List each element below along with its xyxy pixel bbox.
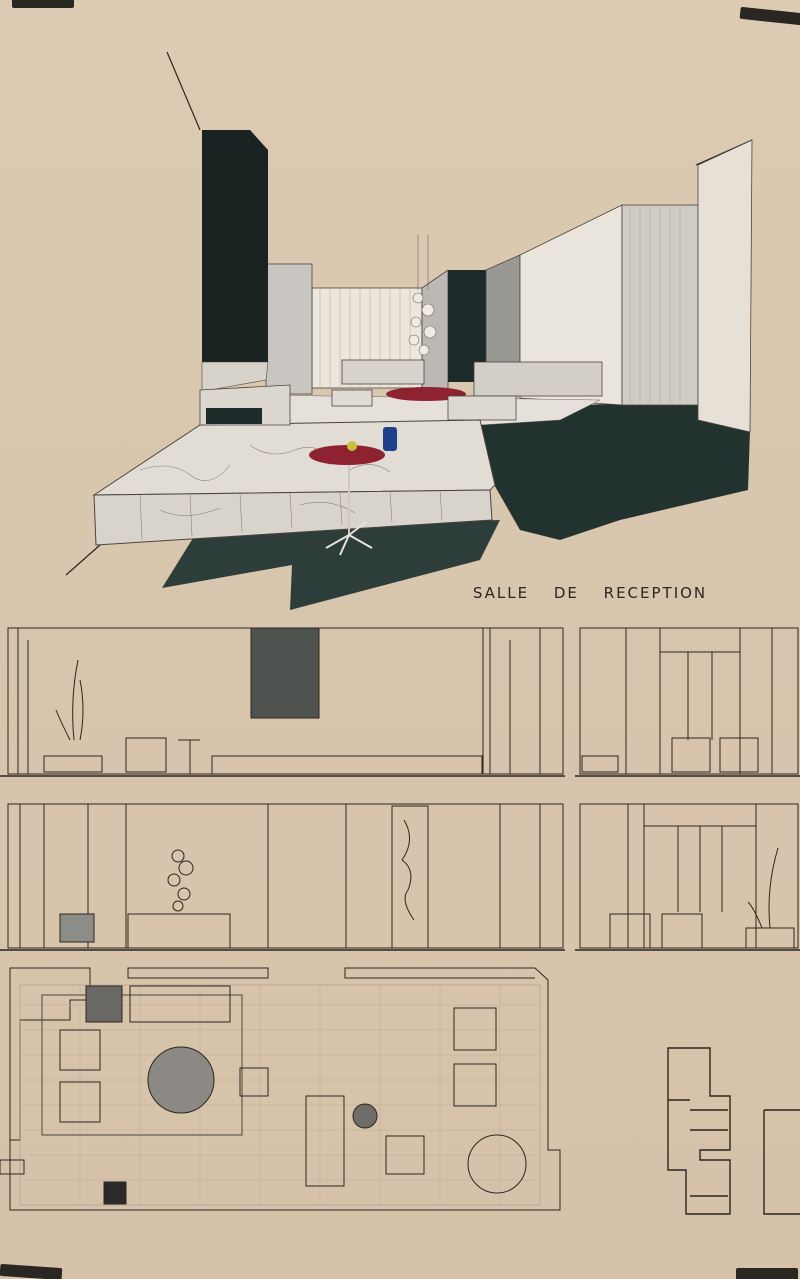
clip-bottom-left	[0, 1263, 63, 1279]
pendant-light	[408, 235, 437, 356]
marble-platform	[92, 419, 496, 496]
elevation-d	[575, 803, 800, 951]
elevation-b	[575, 627, 800, 777]
elevation-a	[0, 627, 565, 777]
perspective-view	[65, 51, 753, 610]
blue-vase	[383, 427, 397, 451]
sofa-back	[341, 359, 425, 385]
dark-column	[202, 130, 268, 362]
red-side-table	[309, 445, 385, 465]
elevation-c	[0, 803, 565, 951]
floor-shadow	[162, 520, 500, 610]
floor-plan	[0, 967, 561, 1211]
key-plan	[667, 1047, 800, 1215]
sofa-right	[473, 361, 603, 397]
clip-bottom-right	[736, 1268, 798, 1279]
clip-top-left	[12, 0, 74, 8]
drawing-title: SALLE DE RECEPTION	[472, 584, 708, 602]
